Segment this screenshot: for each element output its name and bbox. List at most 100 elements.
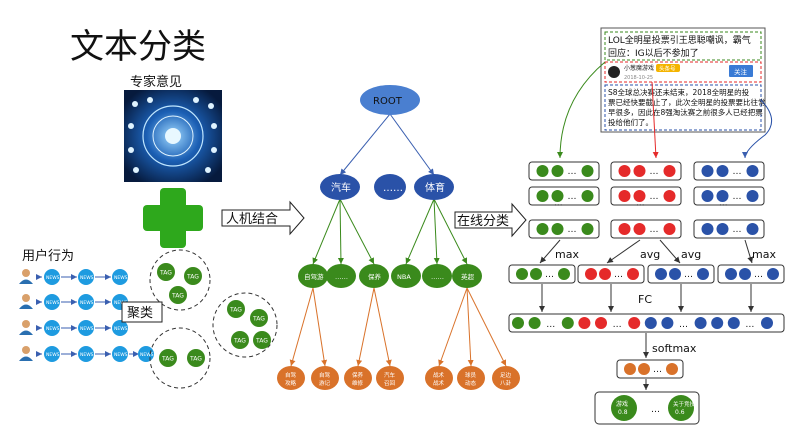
tree-l3-label: 召回	[384, 380, 396, 387]
neuron	[512, 317, 524, 329]
softmax-vector: …	[616, 359, 684, 379]
neuron	[627, 268, 639, 280]
tree-l2-label: NBA	[397, 273, 411, 281]
expert-tech-image	[124, 90, 222, 182]
news-label: NEWS	[114, 326, 128, 332]
tag-node	[157, 263, 175, 281]
neuron	[624, 363, 636, 375]
embedding-vector: …	[693, 161, 765, 181]
concat-vector: …………	[508, 313, 785, 333]
ellipsis: …	[684, 270, 693, 280]
tag-label: TAG	[229, 307, 242, 314]
tree-l3-label: 保养	[352, 371, 364, 379]
user-icon	[22, 320, 30, 328]
tag-node	[159, 349, 177, 367]
article-date: 2018-10-25	[624, 75, 653, 81]
news-label: NEWS	[80, 352, 94, 358]
news-node	[44, 346, 60, 362]
neuron	[528, 317, 541, 329]
tree-l2-node	[391, 264, 421, 288]
result-node	[668, 395, 694, 421]
tag-label: TAG	[161, 356, 174, 363]
neuron	[663, 190, 676, 202]
neuron	[663, 223, 676, 235]
neuron	[701, 165, 714, 177]
ellipsis: …	[546, 320, 555, 330]
tag-label: TAG	[233, 338, 246, 345]
news-label: NEWS	[114, 300, 128, 306]
tag-node	[250, 309, 268, 327]
tree-l3-label: 八卦	[500, 379, 512, 387]
neuron	[581, 165, 594, 177]
user-icon	[22, 269, 30, 277]
embedding-vector: …	[610, 219, 682, 239]
title-connector	[557, 61, 606, 159]
body-connector	[742, 99, 772, 159]
user-icon	[22, 294, 30, 302]
pooling-label: avg	[640, 248, 660, 261]
tree-root-label: ROOT	[373, 96, 403, 107]
neuron	[618, 223, 631, 235]
news-node	[78, 269, 94, 285]
news-node	[78, 294, 94, 310]
neuron	[633, 223, 646, 235]
tree-l3-label: 自驾	[319, 371, 331, 379]
tree-l2-node	[359, 264, 389, 288]
embedding-vector: …	[528, 186, 600, 206]
neuron	[581, 190, 594, 202]
human-machine-arrow: 人机结合	[221, 200, 305, 236]
ellipsis: …	[568, 167, 577, 177]
neuron	[633, 190, 646, 202]
neuron	[727, 317, 740, 329]
news-node	[112, 346, 128, 362]
neuron	[618, 165, 631, 177]
tree-l3-node	[344, 366, 372, 390]
tree-l3-node	[311, 366, 339, 390]
cluster-label-box: 聚类	[121, 301, 163, 323]
neuron	[638, 363, 650, 375]
tree-l3-label: 维修	[352, 379, 364, 387]
embedding-vector: …	[528, 161, 600, 181]
neuron	[516, 268, 528, 280]
neuron	[694, 317, 707, 329]
result-score: 0.8	[618, 409, 628, 416]
embedding-vector: …	[528, 219, 600, 239]
cluster-label: 聚类	[127, 306, 153, 321]
page-title: 文本分类	[70, 27, 206, 67]
ellipsis: …	[653, 365, 662, 375]
tag-label: TAG	[186, 274, 199, 281]
neuron	[716, 223, 729, 235]
tree-root-node	[360, 85, 420, 115]
article-author: 小葱魔游戏	[624, 64, 654, 72]
human-machine-label: 人机结合	[226, 212, 278, 227]
vertical-dots: ···	[719, 201, 728, 211]
tree-l3-label: 自驾	[285, 371, 297, 379]
ellipsis: …	[754, 270, 763, 280]
neuron	[701, 223, 714, 235]
neuron	[701, 190, 714, 202]
embedding-vector: …	[693, 219, 765, 239]
ellipsis: …	[568, 225, 577, 235]
ellipsis: …	[679, 320, 688, 330]
tree-l3-label: 攻略	[285, 379, 297, 387]
tree-l3-node	[492, 366, 520, 390]
tree-l1-node	[414, 174, 454, 200]
neuron	[581, 223, 594, 235]
follow-button[interactable]	[729, 65, 753, 77]
neuron	[551, 165, 564, 177]
news-node	[112, 320, 128, 336]
news-label: NEWS	[46, 300, 60, 306]
ellipsis: …	[614, 270, 623, 280]
article-headline: LOL全明星投票引王思聪嘲讽，霸气 回应：IG以后不参加了	[608, 34, 754, 59]
plus-icon	[143, 188, 203, 248]
embedding-vector: …	[610, 186, 682, 206]
neuron	[739, 268, 751, 280]
tree-l2-node	[326, 264, 356, 288]
news-node	[112, 269, 128, 285]
ellipsis: …	[733, 167, 742, 177]
tree-l2-node	[452, 264, 482, 288]
tag-node	[253, 331, 271, 349]
news-label: NEWS	[140, 352, 154, 358]
